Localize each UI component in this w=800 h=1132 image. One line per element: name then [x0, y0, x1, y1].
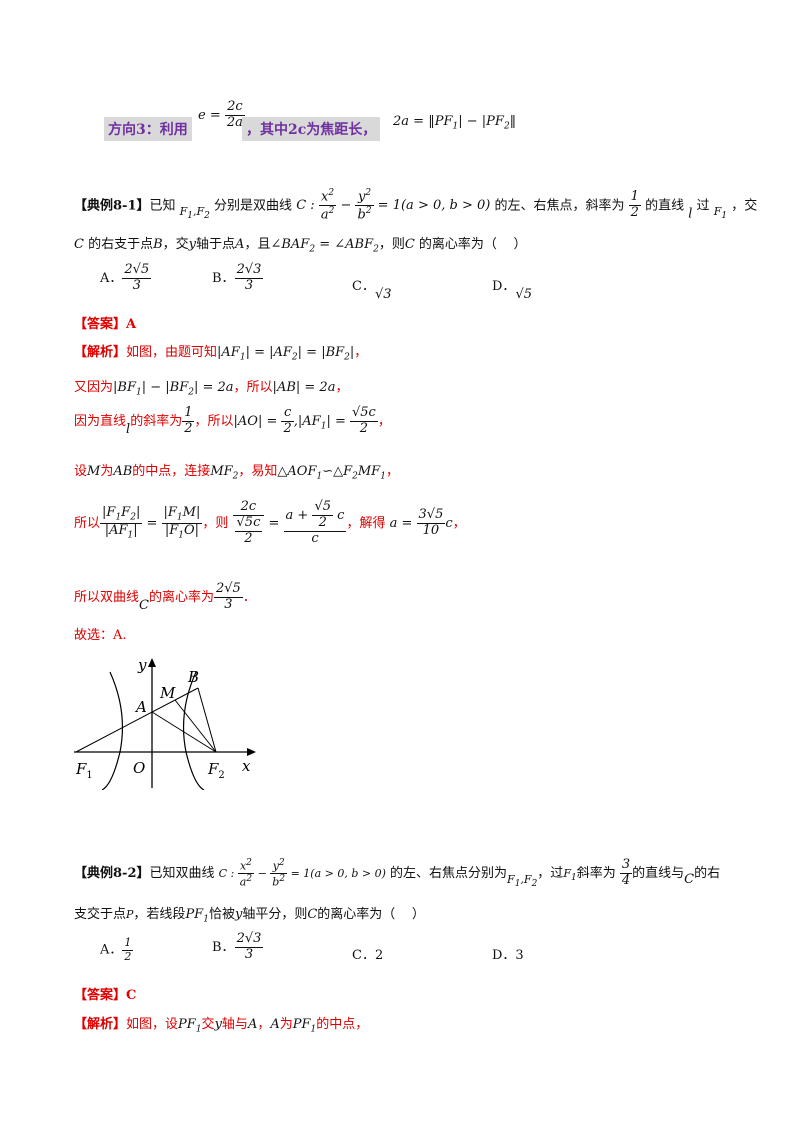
- example1-analysis-7: 故选：A.: [74, 628, 127, 643]
- label-O: O: [133, 759, 145, 777]
- hyperbola-figure: y x O A M B F1 F2: [74, 656, 256, 790]
- heading-label: 方向3：利用: [108, 122, 188, 138]
- example1-option-d: D．√5: [492, 279, 532, 302]
- example1-line2: C 的右支于点B，交y轴于点A，且∠BAF2 = ∠ABF2，则C 的离心率为（…: [74, 237, 527, 255]
- example2-analysis: 【解析】如图，设PF1交y轴与A，A为PF1的中点，: [74, 1017, 369, 1035]
- line-F1-B: [75, 687, 199, 753]
- example2-option-c: C．2: [352, 948, 384, 963]
- label-x: x: [242, 757, 251, 775]
- example1-analysis-2: 又因为|BF1| − |BF2| = 2a，所以|AB| = 2a，: [74, 380, 349, 398]
- label-A: A: [134, 698, 147, 716]
- heading-suffix: ，其中2c为焦距长，: [242, 117, 381, 141]
- section-heading: 方向3：利用: [104, 117, 192, 141]
- line-A-F2: [151, 711, 217, 753]
- example2-answer: 【答案】C: [74, 988, 137, 1003]
- label-F1: F1: [75, 760, 93, 781]
- example1-analysis-1: 【解析】如图，由题可知|AF1| = |AF2| = |BF2|，: [74, 345, 368, 363]
- example1-option-c: C．√3: [352, 279, 392, 302]
- label-B: B: [187, 668, 199, 686]
- example1-analysis-4: 设M为AB的中点，连接MF2，易知△AOF1∽△F2MF1，: [74, 464, 399, 482]
- x-axis-arrow: [247, 748, 256, 756]
- line-M-F2: [174, 699, 217, 753]
- example2-line2: 支交于点P，若线段PF1恰被y轴平分，则C的离心率为（ ）: [74, 907, 425, 925]
- label-y: y: [137, 656, 147, 674]
- heading-formula-2: 2a = ‖PF1| − |PF2‖: [393, 114, 517, 132]
- label-F2: F2: [207, 760, 225, 781]
- left-branch: [101, 671, 124, 790]
- line-B-F2: [197, 687, 217, 753]
- example2-option-d: D．3: [492, 948, 524, 963]
- label-M: M: [159, 684, 176, 702]
- y-axis-arrow: [148, 658, 156, 667]
- example1-answer: 【答案】A: [74, 317, 137, 332]
